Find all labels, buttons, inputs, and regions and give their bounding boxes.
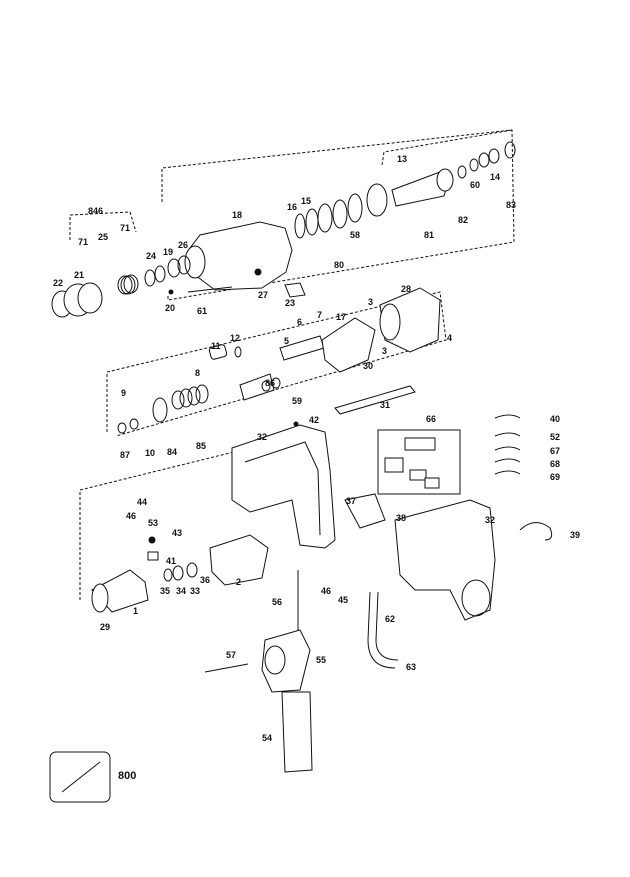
- label-32: 32: [485, 515, 496, 525]
- label-1: 1: [133, 606, 139, 616]
- label-14: 14: [490, 172, 501, 182]
- label-35: 35: [160, 586, 171, 596]
- label-4: 4: [447, 333, 453, 343]
- label-61: 61: [197, 306, 208, 316]
- label-45: 45: [338, 595, 349, 605]
- label-68: 68: [550, 459, 561, 469]
- label-3: 3: [382, 346, 388, 356]
- housing-half-left: [231, 421, 336, 549]
- label-63: 63: [406, 662, 417, 672]
- label-83: 83: [506, 200, 517, 210]
- label-20: 20: [165, 303, 176, 313]
- label-13: 13: [397, 154, 408, 164]
- label-56: 56: [272, 597, 283, 607]
- gear-housing: [144, 221, 293, 295]
- label-32: 32: [257, 432, 268, 442]
- label-41: 41: [166, 556, 177, 566]
- label-2: 2: [236, 577, 242, 587]
- label-10: 10: [145, 448, 156, 458]
- label-26: 26: [178, 240, 189, 250]
- group-outlines: [69, 129, 515, 600]
- label-16: 16: [287, 202, 298, 212]
- label-7: 7: [317, 310, 323, 320]
- label-46: 46: [321, 586, 332, 596]
- label-66: 66: [426, 414, 437, 424]
- label-6: 6: [297, 317, 303, 327]
- label-8: 8: [195, 368, 201, 378]
- label-29: 29: [100, 622, 111, 632]
- housing-half-right: [344, 493, 496, 621]
- label-40: 40: [550, 414, 561, 424]
- label-28: 28: [401, 284, 412, 294]
- label-71: 71: [78, 237, 89, 247]
- label-42: 42: [309, 415, 320, 425]
- label-54: 54: [262, 733, 273, 743]
- label-25: 25: [98, 232, 109, 242]
- label-31: 31: [380, 400, 391, 410]
- label-81: 81: [424, 230, 435, 240]
- label-39: 39: [570, 530, 581, 540]
- label-18: 18: [232, 210, 243, 220]
- switch-assembly: [377, 429, 461, 495]
- label-69: 69: [550, 472, 561, 482]
- label-67: 67: [550, 446, 561, 456]
- power-cord: [367, 591, 399, 669]
- label-33: 33: [190, 586, 201, 596]
- spindle-assembly: [284, 141, 516, 298]
- label-85: 85: [196, 441, 207, 451]
- label-53: 53: [148, 518, 159, 528]
- chuck-assembly: [51, 274, 139, 318]
- label-15: 15: [301, 196, 312, 206]
- label-71: 71: [120, 223, 131, 233]
- label-55: 55: [316, 655, 327, 665]
- label-3: 3: [368, 297, 374, 307]
- label-27: 27: [258, 290, 269, 300]
- wire-set: [494, 414, 521, 475]
- label-62: 62: [385, 614, 396, 624]
- label-44: 44: [137, 497, 148, 507]
- cable-clip: [519, 522, 553, 541]
- label-30: 30: [363, 361, 374, 371]
- motor-armature: [91, 534, 269, 613]
- label-9: 9: [121, 388, 127, 398]
- hammer-mechanism: [117, 287, 441, 434]
- label-46: 46: [126, 511, 137, 521]
- label-52: 52: [550, 432, 561, 442]
- label-800: 800: [118, 770, 137, 782]
- label-24: 24: [146, 251, 157, 261]
- label-34: 34: [176, 586, 187, 596]
- label-38: 38: [396, 513, 407, 523]
- side-handle: [204, 570, 313, 773]
- label-60: 60: [470, 180, 481, 190]
- label-19: 19: [163, 247, 174, 257]
- label-17: 17: [336, 312, 347, 322]
- label-84: 84: [167, 447, 178, 457]
- label-37: 37: [346, 496, 357, 506]
- label-86: 86: [265, 378, 276, 388]
- label-57: 57: [226, 650, 237, 660]
- label-36: 36: [200, 575, 211, 585]
- label-21: 21: [74, 270, 85, 280]
- label-82: 82: [458, 215, 469, 225]
- label-43: 43: [172, 528, 183, 538]
- label-5: 5: [284, 336, 290, 346]
- label-22: 22: [53, 278, 64, 288]
- label-58: 58: [350, 230, 361, 240]
- label-23: 23: [285, 298, 296, 308]
- label-80: 80: [334, 260, 345, 270]
- label-87: 87: [120, 450, 131, 460]
- label-846: 846: [88, 206, 104, 216]
- label-12: 12: [230, 333, 241, 343]
- label-11: 11: [211, 341, 221, 351]
- label-59: 59: [292, 396, 303, 406]
- accessory-box: [49, 751, 111, 803]
